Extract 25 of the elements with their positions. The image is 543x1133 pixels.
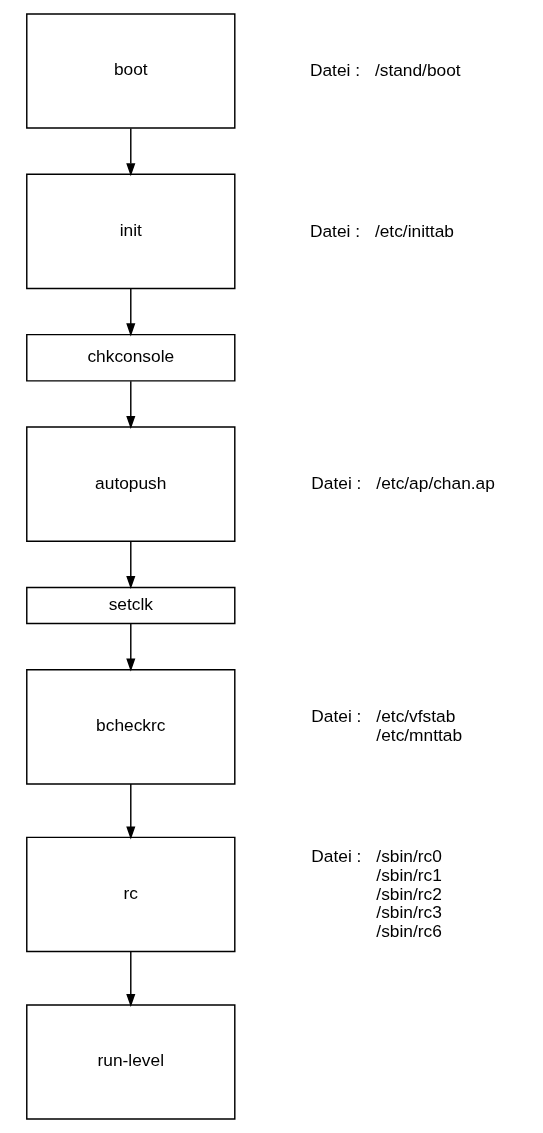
node-box: bcheckrc	[25, 669, 235, 785]
node-label: Datei :	[310, 473, 361, 494]
node-box: init	[25, 173, 235, 290]
node-box: rc	[25, 836, 235, 953]
arrow	[125, 127, 135, 177]
node-label: /sbin/rc0 /sbin/rc1 /sbin/rc2 /sbin/rc3 /sbin/rc6	[375, 846, 442, 942]
arrow	[125, 623, 135, 672]
node-label: Datei :	[310, 705, 361, 726]
node-label: /etc/vfstab /etc/mnttab	[375, 705, 462, 745]
node-box: autopush	[25, 426, 235, 542]
node-label: Datei :	[309, 60, 360, 81]
node-label: /etc/inittab	[374, 220, 454, 241]
node-label: Datei :	[310, 846, 361, 867]
arrow	[125, 540, 135, 590]
node-box: run-level	[25, 1004, 235, 1120]
node-box: setclk	[25, 586, 235, 625]
arrow	[125, 783, 135, 840]
node-label: Datei :	[309, 220, 360, 241]
node-label: /etc/ap/chan.ap	[375, 473, 495, 494]
node-label: /stand/boot	[374, 60, 461, 81]
node-box: chkconsole	[25, 333, 235, 382]
node-box: boot	[25, 13, 235, 129]
arrow	[125, 288, 135, 337]
arrow	[125, 950, 135, 1008]
arrow	[125, 380, 135, 430]
